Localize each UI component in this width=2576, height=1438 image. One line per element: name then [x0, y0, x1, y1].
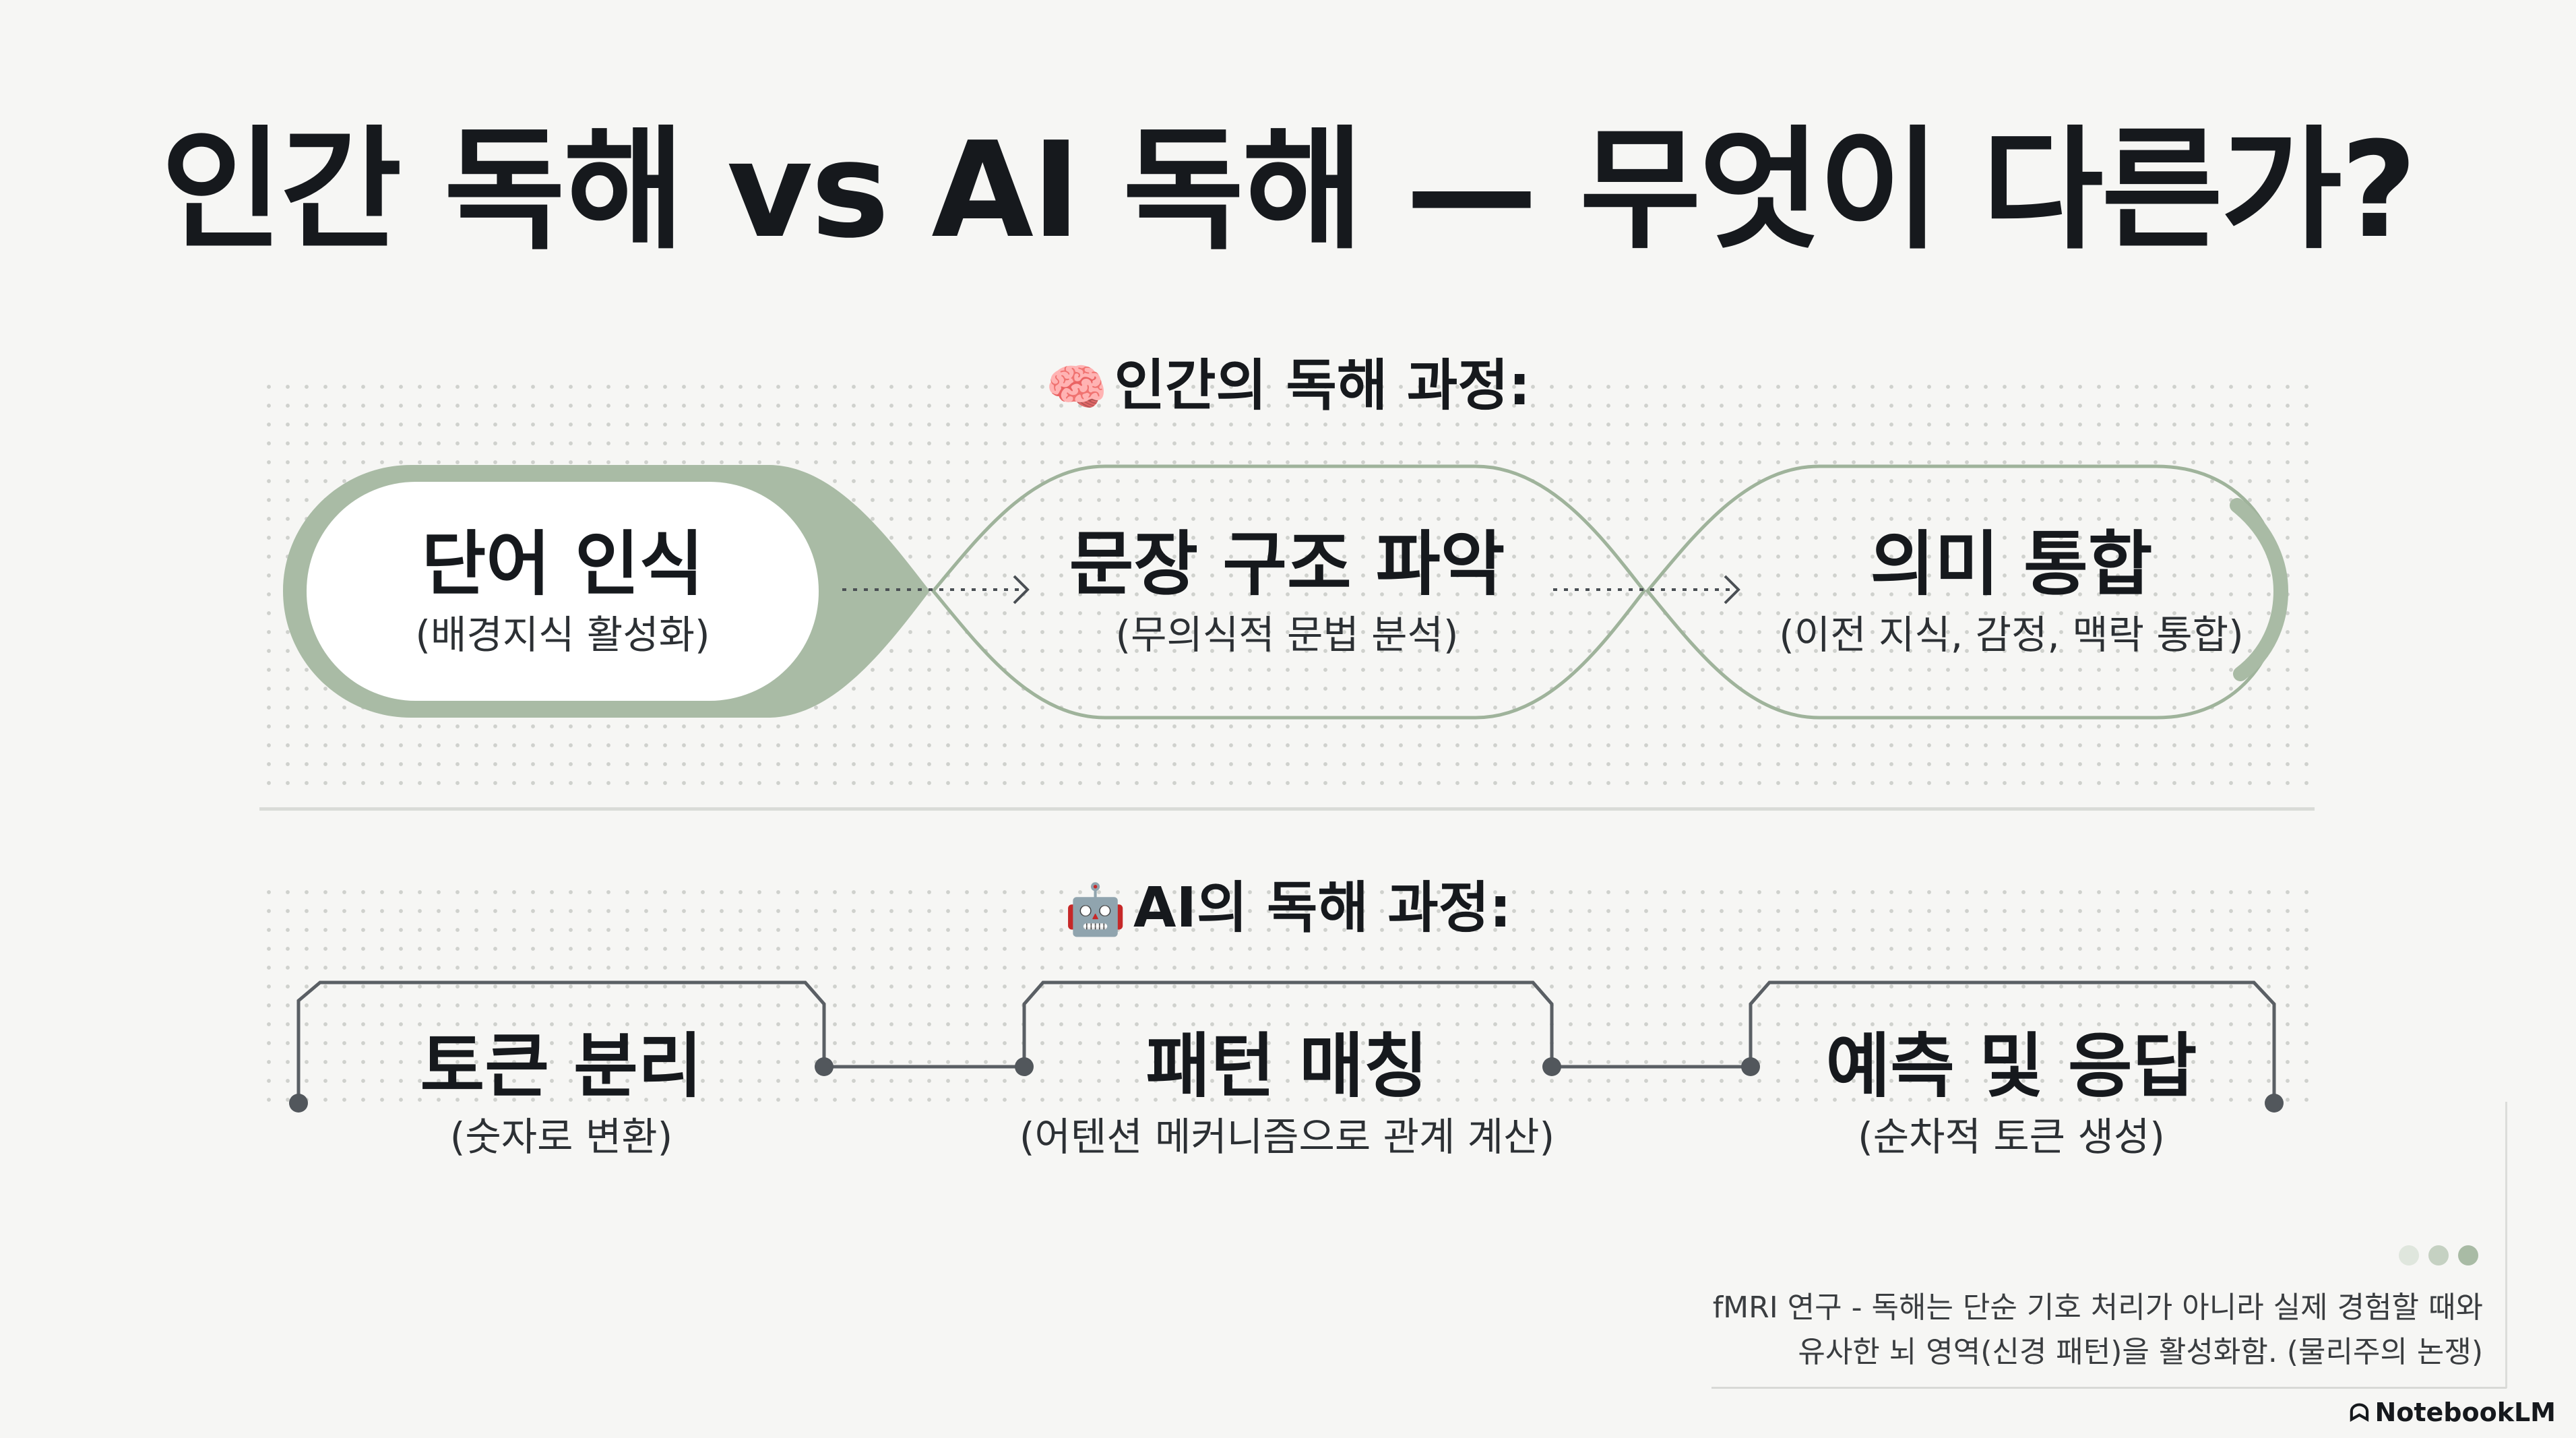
ai-step-1-sub: (숫자로 변환) [449, 1114, 673, 1160]
ai-step-3-bracket [1749, 980, 2276, 1102]
human-step-3-sub: (이전 지식, 감정, 맥락 통합) [1779, 612, 2244, 658]
ai-node-dot [1542, 1057, 1561, 1076]
ai-step-3-title: 예측 및 응답 [1825, 1025, 2197, 1107]
brand-name: NotebookLM [2375, 1398, 2556, 1427]
ai-step-1-bracket [296, 980, 826, 1102]
human-step-2-title: 문장 구조 파악 [1069, 523, 1505, 605]
arrow-1-2-head [1013, 575, 1030, 604]
ai-node-dot [289, 1094, 308, 1113]
human-step-3-accent [2230, 498, 2289, 681]
ai-node-dot [2265, 1094, 2284, 1113]
footnote-rule-vertical [2505, 1102, 2507, 1388]
human-section-text: 인간의 독해 과정: [1114, 354, 1531, 418]
section-divider [259, 807, 2315, 811]
ai-section-text: AI의 독해 과정: [1133, 876, 1512, 940]
page-title: 인간 독해 vs AI 독해 — 무엇이 다른가? [160, 114, 2417, 268]
footnote-rule [1711, 1387, 2507, 1389]
footnote-line-2: 유사한 뇌 영역(신경 패턴)을 활성화함. (물리주의 논쟁) [1798, 1335, 2483, 1369]
ai-node-dot [1015, 1057, 1034, 1076]
robot-icon: 🤖 [1064, 881, 1127, 939]
notebooklm-logo-icon: ᗣ [2349, 1400, 2370, 1427]
human-step-2-sub: (무의식적 문법 분석) [1115, 612, 1459, 658]
footnote: fMRI 연구 - 독해는 단순 기호 처리가 아니라 실제 경험할 때와 유사… [1713, 1286, 2483, 1375]
ai-step-1-title: 토큰 분리 [420, 1025, 703, 1107]
human-step-1-inner [307, 482, 819, 701]
indicator-dot-active [2458, 1245, 2478, 1265]
indicator-dot [2428, 1245, 2449, 1265]
human-section-label: 🧠인간의 독해 과정: [0, 358, 2576, 414]
human-step-3-title: 의미 통합 [1870, 523, 2153, 605]
arrow-2-3-head [1724, 575, 1740, 604]
ai-node-dot [815, 1057, 834, 1076]
brain-icon: 🧠 [1045, 358, 1108, 416]
ai-section-label: 🤖AI의 독해 과정: [0, 881, 2576, 936]
ai-dot-grid [259, 883, 2315, 1105]
ai-step-2-sub: (어텐션 메커니즘으로 관계 계산) [1019, 1114, 1555, 1160]
human-step-1-sub: (배경지식 활성화) [415, 612, 710, 658]
human-step-1-title: 단어 인식 [421, 523, 704, 605]
ai-step-2-title: 패턴 매칭 [1145, 1025, 1428, 1107]
ai-node-dot [1741, 1057, 1760, 1076]
indicator-dot [2399, 1245, 2419, 1265]
ai-step-2-bracket [1022, 980, 1554, 1067]
footnote-line-1: fMRI 연구 - 독해는 단순 기호 처리가 아니라 실제 경험할 때와 [1712, 1290, 2483, 1325]
slide-indicator [2399, 1245, 2488, 1268]
ai-step-3-sub: (순차적 토큰 생성) [1858, 1114, 2165, 1160]
human-step-2-shape [931, 464, 1647, 720]
